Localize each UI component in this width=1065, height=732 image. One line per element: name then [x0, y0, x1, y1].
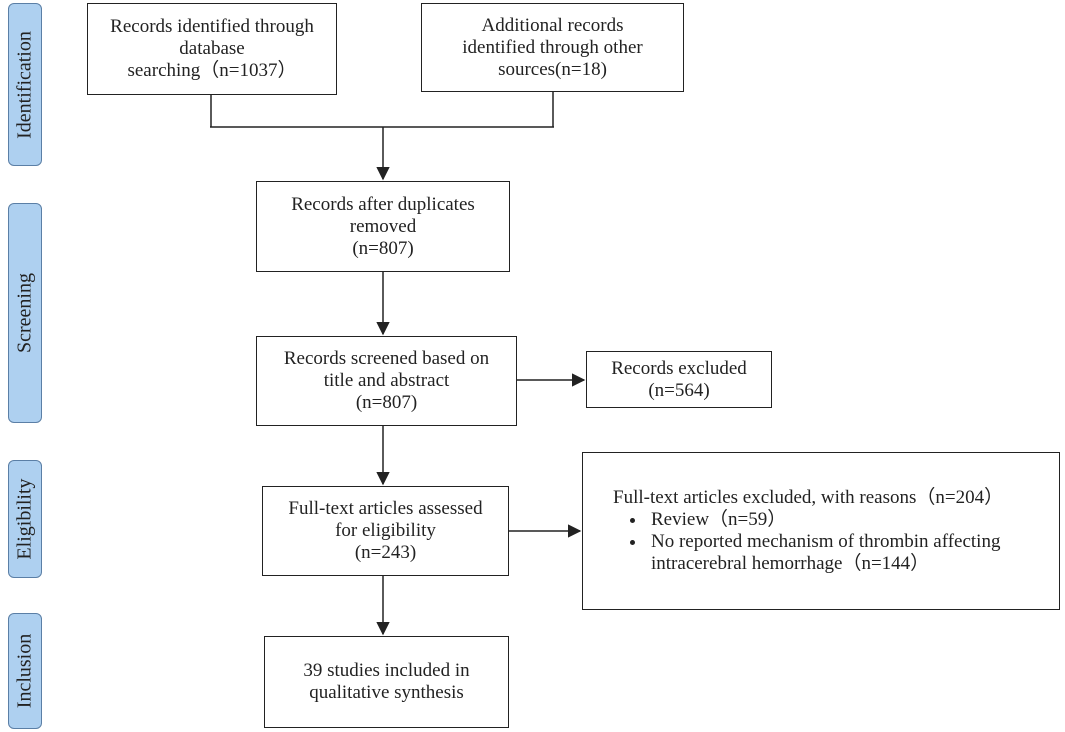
stage-screening: Screening	[8, 203, 42, 423]
box-full-text-excluded: Full-text articles excluded, with reason…	[582, 452, 1060, 610]
exclusion-reason: No reported mechanism of thrombin affect…	[647, 531, 1011, 575]
box-database-search: Records identified through database sear…	[87, 3, 337, 95]
box-other-sources: Additional records identified through ot…	[421, 3, 684, 92]
box-records-excluded: Records excluded (n=564)	[586, 351, 772, 408]
stage-eligibility: Eligibility	[8, 460, 42, 578]
box-full-text-assessed: Full-text articles assessed for eligibil…	[262, 486, 509, 576]
box-duplicates-removed: Records after duplicates removed (n=807)	[256, 181, 510, 272]
box-screened: Records screened based on title and abst…	[256, 336, 517, 426]
exclusion-reason: Review（n=59）	[647, 509, 1011, 531]
stage-identification: Identification	[8, 3, 42, 166]
stage-inclusion: Inclusion	[8, 613, 42, 729]
exclusion-reasons-list: Review（n=59） No reported mechanism of th…	[613, 509, 1011, 575]
exclusion-heading: Full-text articles excluded, with reason…	[613, 487, 1004, 508]
box-included: 39 studies included in qualitative synth…	[264, 636, 509, 728]
